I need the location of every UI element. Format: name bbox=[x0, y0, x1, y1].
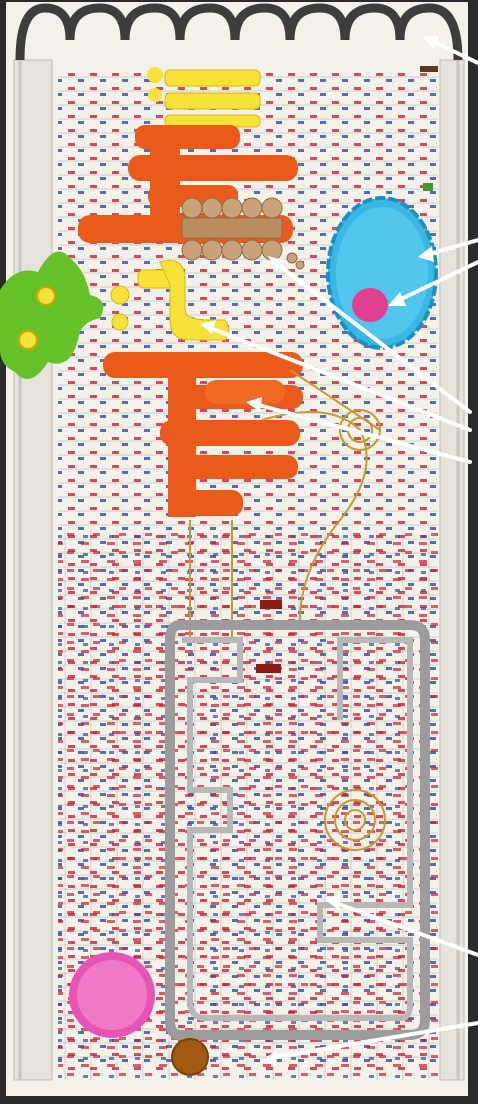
arrow-to-ribosomes bbox=[273, 260, 472, 414]
arrow-to-bottom-label-head bbox=[262, 1051, 277, 1066]
pathogen-cell bbox=[0, 251, 104, 380]
golgi-top-stack bbox=[147, 67, 261, 128]
nucleus bbox=[326, 196, 438, 350]
lysosome bbox=[69, 952, 155, 1038]
small-green-box bbox=[423, 183, 433, 191]
arrow-to-endoplasmic-reticulum bbox=[253, 402, 472, 464]
arrow-to-nucleolus-head bbox=[388, 292, 406, 306]
arrow-to-endoplasmic-reticulum-head bbox=[246, 397, 262, 412]
nucleolus bbox=[352, 288, 388, 322]
arrow-to-nucleolus bbox=[393, 260, 478, 304]
arrow-to-nucleus bbox=[423, 238, 478, 257]
rough-er-lower bbox=[103, 352, 303, 517]
arrow-to-mitochondrion-head bbox=[325, 894, 341, 910]
arrow-to-bottom-label bbox=[268, 1021, 478, 1060]
small-brown-box bbox=[420, 66, 438, 72]
arrow-to-cell-membrane-head bbox=[422, 36, 440, 50]
peroxisome bbox=[171, 1038, 209, 1076]
arrow-to-nucleus-head bbox=[418, 246, 434, 262]
golgi-apparatus bbox=[110, 260, 229, 341]
vesicle-transport-tracks bbox=[189, 369, 381, 640]
ribosomes bbox=[181, 197, 305, 270]
arrow-to-golgi-head bbox=[200, 320, 216, 334]
arrow-to-mitochondrion bbox=[331, 900, 478, 957]
arrow-to-ribosomes-head bbox=[268, 256, 284, 272]
annotation-arrows bbox=[200, 36, 478, 1066]
right-legend-strip bbox=[439, 59, 465, 1081]
arrow-to-cell-membrane bbox=[428, 38, 478, 65]
arrow-to-golgi bbox=[206, 325, 472, 432]
cell-membrane bbox=[15, 3, 463, 61]
